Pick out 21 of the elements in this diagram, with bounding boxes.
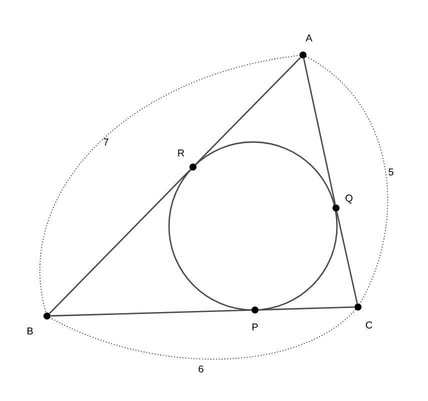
node-label: P [252, 324, 258, 330]
point: B [28, 312, 50, 334]
node-label: B [27, 328, 33, 334]
triangle-side [336, 211, 358, 304]
point: P [252, 306, 258, 330]
length-label: 7 [104, 138, 108, 146]
point: A [300, 34, 312, 58]
point: R [178, 150, 196, 170]
node-label: Q [346, 194, 352, 204]
point: Q [332, 194, 352, 212]
node-label: R [178, 150, 184, 156]
length-label: 6 [198, 365, 204, 373]
node-label: A [306, 34, 312, 42]
triangle-side [258, 306, 354, 311]
triangle-side [195, 57, 301, 165]
point: C [354, 304, 372, 329]
triangle-side [50, 309, 252, 317]
triangle-side [303, 58, 336, 205]
triangle-side [49, 169, 191, 314]
node-label: C [366, 321, 372, 329]
length-label: 5 [388, 168, 394, 176]
